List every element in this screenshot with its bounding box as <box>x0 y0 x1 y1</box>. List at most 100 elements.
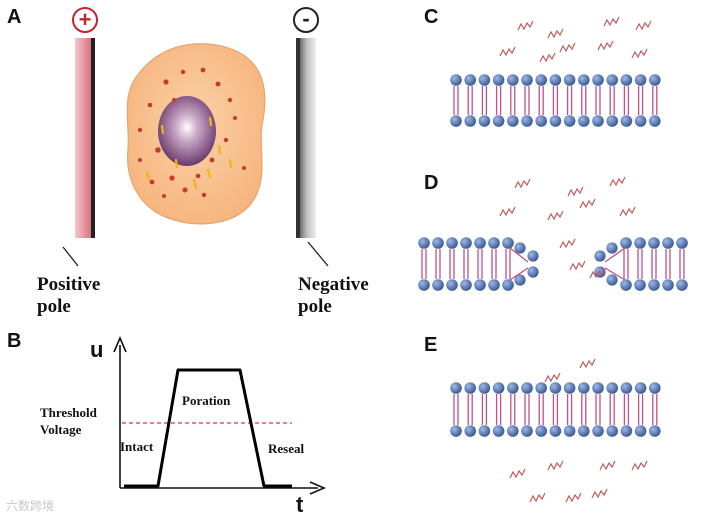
lipid-head <box>578 425 590 437</box>
pulse-chart <box>113 335 327 495</box>
lipid-head <box>649 382 661 394</box>
lipid-head <box>578 115 590 127</box>
lipid-head <box>507 382 519 394</box>
lipid-head <box>450 382 462 394</box>
lipid-head <box>620 74 633 86</box>
membrane-resealed-e <box>450 382 661 437</box>
lipid-head <box>578 74 590 86</box>
lipid-head <box>502 279 514 291</box>
lipid-head <box>634 279 646 291</box>
lipid-head <box>620 425 633 437</box>
lipid-tail <box>604 267 626 281</box>
threshold-label-line2: Voltage <box>40 422 82 437</box>
voltage-pulse-curve <box>124 368 292 488</box>
lipid-head <box>464 74 477 86</box>
panel-label-e: E <box>424 334 438 356</box>
molecule-icon <box>567 186 584 197</box>
lipid-head <box>478 115 491 127</box>
negative-pole-label-line1: Negative <box>298 274 369 295</box>
molecule-icon <box>547 210 564 221</box>
molecule-icon <box>591 488 608 499</box>
lipid-head <box>649 74 661 86</box>
lipid-head <box>514 274 526 286</box>
x-axis-arrow-icon <box>309 481 327 495</box>
lipid-head <box>592 425 604 437</box>
membrane-porated-d <box>418 237 688 291</box>
lipid-head <box>549 74 562 86</box>
cell <box>126 43 266 225</box>
lipid-head <box>606 74 618 86</box>
lipid-head <box>662 237 674 249</box>
positive-pole-label: Positive pole <box>37 274 100 318</box>
lipid-head <box>676 237 688 249</box>
lipid-head <box>502 237 514 249</box>
lipid-head <box>450 425 462 437</box>
lipid-head <box>649 115 661 127</box>
lipid-head <box>478 74 491 86</box>
molecule-icon <box>559 42 576 53</box>
lipid-head <box>662 279 674 291</box>
lipid-head <box>592 382 604 394</box>
lipid-head <box>620 382 633 394</box>
lipid-head <box>527 266 539 278</box>
lipid-head <box>563 74 576 86</box>
molecule-icon <box>499 206 516 217</box>
lipid-head <box>634 237 646 249</box>
lipid-tail <box>509 267 529 281</box>
lipid-tail <box>509 247 529 263</box>
lipid-head <box>648 279 660 291</box>
y-axis-arrow-icon <box>113 335 127 353</box>
threshold-label-line1: Threshold <box>40 405 97 420</box>
lipid-head <box>594 250 606 262</box>
molecule-icon <box>631 460 648 471</box>
molecule-icon <box>599 460 616 471</box>
cell-nucleus <box>158 96 216 166</box>
lipid-head <box>592 74 604 86</box>
lipid-head <box>549 115 562 127</box>
molecule-icon <box>547 460 564 471</box>
lipid-head <box>507 74 519 86</box>
molecule-icon <box>514 178 531 189</box>
lipid-head <box>446 237 458 249</box>
lipid-head <box>606 274 618 286</box>
positive-pole-label-line1: Positive <box>37 274 101 295</box>
threshold-voltage-label: Threshold Voltage <box>40 404 97 438</box>
panel-label-d: D <box>424 172 439 194</box>
molecule-icon <box>565 492 582 503</box>
negative-electrode <box>296 38 316 238</box>
lipid-head <box>492 382 505 394</box>
lipid-head <box>634 382 647 394</box>
lipid-head <box>606 425 618 437</box>
molecule-icon <box>509 468 526 479</box>
positive-pole-pointer <box>62 246 79 267</box>
lipid-head <box>676 279 688 291</box>
lipid-head <box>492 425 505 437</box>
lipid-tail <box>604 247 626 263</box>
molecule-icon <box>517 20 534 31</box>
lipid-head <box>563 382 576 394</box>
lipid-head <box>460 279 472 291</box>
molecule-icon <box>529 492 546 503</box>
lipid-head <box>606 242 618 254</box>
molecule-icon <box>609 176 626 187</box>
lipid-head <box>450 115 462 127</box>
molecule-icon <box>499 46 516 57</box>
lipid-head <box>478 425 491 437</box>
x-axis-label: t <box>296 492 304 517</box>
lipid-head <box>620 279 632 291</box>
lipid-head <box>478 382 491 394</box>
lipid-head <box>488 237 500 249</box>
lipid-head <box>488 279 500 291</box>
lipid-head <box>492 115 505 127</box>
lipid-head <box>535 382 547 394</box>
lipid-head <box>464 382 477 394</box>
positive-electrode <box>75 38 95 238</box>
lipid-head <box>563 425 576 437</box>
molecule-icon <box>635 20 652 31</box>
lipid-head <box>507 425 519 437</box>
molecule-icon <box>597 40 614 51</box>
lipid-head <box>521 115 533 127</box>
molecule-icon <box>579 198 596 209</box>
lipid-head <box>521 425 533 437</box>
